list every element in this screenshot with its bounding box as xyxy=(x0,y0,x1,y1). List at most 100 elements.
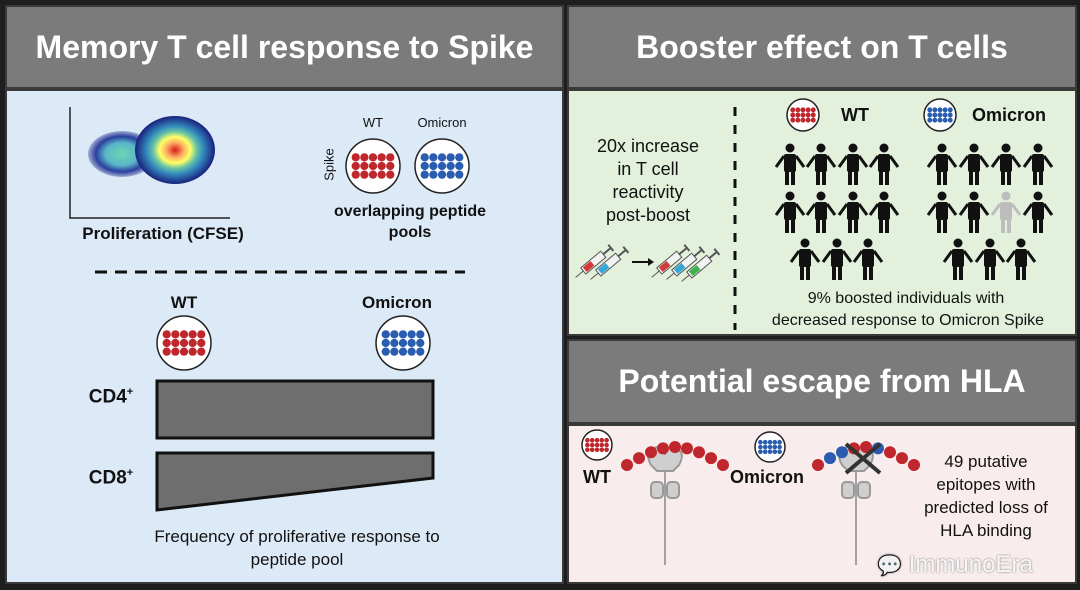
peptide-bead xyxy=(657,442,669,455)
person-icon xyxy=(926,191,958,233)
watermark: 💬 ImmunoEra xyxy=(877,551,1033,580)
peptide-dot xyxy=(386,153,395,162)
peptide-dot xyxy=(351,161,360,171)
peptide-dot xyxy=(942,112,948,118)
peptide-dot xyxy=(795,117,801,123)
peptide-dot xyxy=(599,437,605,443)
peptide-dot xyxy=(455,153,464,162)
peptide-dot xyxy=(795,112,801,118)
peptide-dot xyxy=(937,117,943,123)
peptide-dot xyxy=(446,153,455,162)
hla-wt-label: WT xyxy=(583,467,611,487)
loss-of-binding-x-icon xyxy=(844,442,882,475)
peptide-dot xyxy=(772,449,778,455)
peptide-dot xyxy=(381,338,390,348)
syringe-icon xyxy=(651,244,691,278)
peptide-dot xyxy=(758,444,763,450)
pools-caption: overlapping peptide xyxy=(333,203,487,220)
wt-peptide-pool-icon xyxy=(156,315,212,371)
peptide-dot xyxy=(585,447,590,453)
cd8-label: CD8+ xyxy=(89,467,133,489)
peptide-dot xyxy=(604,447,609,453)
cd4-label: CD4+ xyxy=(89,386,133,408)
peptide-dot xyxy=(800,112,806,118)
peptide-dot xyxy=(351,170,360,179)
peptide-dot xyxy=(446,161,455,171)
peptide-dot xyxy=(171,338,180,348)
peptide-dot xyxy=(772,439,778,445)
peptide-dot xyxy=(188,347,197,356)
peptide-dot xyxy=(179,330,189,339)
hla-text-1: 49 putative xyxy=(944,452,1028,471)
flow-plot-label: Proliferation (CFSE) xyxy=(82,224,244,243)
peptide-dot xyxy=(767,439,773,445)
peptide-dot xyxy=(420,153,429,162)
peptide-dot xyxy=(932,117,938,123)
peptide-dot xyxy=(437,161,447,171)
peptide-dot xyxy=(790,107,796,113)
person-icon xyxy=(868,191,900,233)
peptide-bead xyxy=(705,452,717,465)
peptide-dot xyxy=(377,161,386,171)
peptide-dot xyxy=(407,330,416,339)
bottom-caption-2: peptide pool xyxy=(250,550,344,569)
peptide-dot xyxy=(937,112,943,118)
peptide-dot xyxy=(604,442,609,448)
peptide-dot xyxy=(772,444,778,450)
person-icon xyxy=(926,143,958,185)
peptide-pool-icons xyxy=(156,98,957,463)
peptide-dot xyxy=(416,338,425,348)
peptide-dot xyxy=(810,112,816,118)
peptide-dot xyxy=(810,117,816,123)
peptide-dot xyxy=(420,170,429,179)
peptide-dot xyxy=(758,439,763,445)
hla-graphics xyxy=(621,441,920,565)
pool-label-wt: WT xyxy=(362,115,384,130)
peptide-dot xyxy=(398,330,408,339)
peptide-dot xyxy=(188,330,197,339)
variant-label-wt: WT xyxy=(170,293,198,312)
peptide-dot xyxy=(805,107,811,113)
peptide-dot xyxy=(795,107,801,113)
peptide-dot xyxy=(604,437,609,443)
peptide-dot xyxy=(368,170,378,179)
peptide-dot xyxy=(429,161,438,171)
person-icon xyxy=(974,238,1006,280)
peptide-dot xyxy=(805,117,811,123)
syringes xyxy=(575,244,721,282)
peptide-dot xyxy=(390,330,399,339)
peptide-dot xyxy=(594,442,600,448)
cd4-superscript: + xyxy=(126,386,134,398)
person-icon xyxy=(805,143,837,185)
omicron-peptide-pool-icon xyxy=(414,138,470,194)
omicron-peptide-pool-icon xyxy=(754,431,786,463)
peptide-dot xyxy=(368,153,378,162)
peptide-dot xyxy=(762,439,768,445)
peptide-dot xyxy=(179,347,189,356)
peptide-dot xyxy=(762,444,768,450)
peptide-dot xyxy=(162,338,171,348)
peptide-dot xyxy=(589,442,595,448)
peptide-dot xyxy=(162,330,171,339)
peptide-dot xyxy=(407,338,416,348)
peptide-bead xyxy=(884,446,896,459)
peptide-dot xyxy=(398,338,408,348)
peptide-dot xyxy=(932,112,938,118)
wt-peptide-chain xyxy=(621,441,729,471)
person-icon xyxy=(774,143,806,185)
person-icon xyxy=(837,143,869,185)
syringe-icon xyxy=(590,246,630,280)
arrow-icon xyxy=(632,258,654,266)
peptide-dot xyxy=(429,170,438,179)
peptide-bead xyxy=(621,459,633,471)
peptide-dot xyxy=(437,153,447,162)
peptide-dot xyxy=(800,107,806,113)
flow-cytometry-plot xyxy=(69,107,230,219)
person-icon xyxy=(958,191,990,233)
peptide-dot xyxy=(390,338,399,348)
peptide-bead xyxy=(693,446,705,459)
omicron-peptide-pool-icon xyxy=(923,98,957,132)
peptide-dot xyxy=(171,330,180,339)
peptide-bead xyxy=(645,446,657,459)
